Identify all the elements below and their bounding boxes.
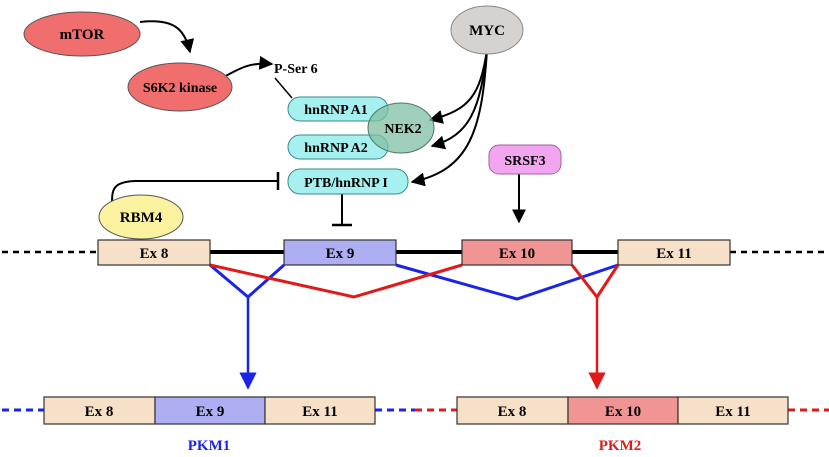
nek2-node: NEK2	[367, 102, 435, 154]
pser6-label: P-Ser 6	[274, 62, 318, 77]
pkm2-exon-10: Ex 10	[567, 396, 679, 425]
pkm1-exon-8-label: Ex 8	[85, 404, 114, 420]
pkm2-splice-10-11	[570, 264, 620, 300]
gene-exon-9: Ex 9	[283, 239, 397, 266]
hnrnpa2-label: hnRNP A2	[304, 141, 367, 156]
gene-exon-10: Ex 10	[461, 239, 573, 266]
rbm4-node: RBM4	[98, 194, 184, 240]
pkm2-exon-8: Ex 8	[456, 396, 569, 425]
myc-label: MYC	[469, 23, 505, 39]
mtor-node: mTOR	[23, 11, 141, 57]
myc-to-hnrnpa2-arrow	[430, 49, 488, 150]
gene-exon-8-label: Ex 8	[140, 246, 169, 262]
gene-exon-8: Ex 8	[97, 239, 211, 266]
mtor-to-s6k2-arrow	[139, 20, 195, 54]
hnrnpa2-node: hnRNP A2	[287, 134, 389, 160]
pkm2-label: PKM2	[599, 438, 642, 454]
mtor-label: mTOR	[60, 27, 105, 43]
pkm1-exon-9-label: Ex 9	[196, 404, 225, 420]
myc-node: MYC	[450, 5, 524, 55]
rbm4-label: RBM4	[120, 210, 163, 226]
ptb-label: PTB/hnRNP I	[304, 176, 388, 191]
srsf3-node: SRSF3	[488, 144, 562, 175]
ptb-node: PTB/hnRNP I	[287, 168, 409, 195]
myc-to-ptb-arrow	[410, 49, 488, 187]
gene-exon-11: Ex 11	[617, 239, 731, 266]
pkm1-exon-11-label: Ex 11	[302, 404, 337, 420]
s6k2-node: S6K2 kinase	[127, 62, 233, 112]
hnrnpa1-node: hnRNP A1	[287, 96, 389, 122]
pser6-link	[274, 77, 293, 99]
pkm1-label: PKM1	[188, 438, 231, 454]
pkm1-exon-8: Ex 8	[43, 396, 156, 425]
pkm2-exon-11: Ex 11	[677, 396, 789, 425]
srsf3-label: SRSF3	[504, 154, 545, 169]
s6k2-label: S6K2 kinase	[143, 81, 217, 96]
pkm2-exon-11-label: Ex 11	[715, 404, 750, 420]
s6k2-to-pser6-arrow	[221, 55, 274, 79]
hnrnpa1-label: hnRNP A1	[304, 103, 367, 118]
pkm2-exon-8-label: Ex 8	[498, 404, 527, 420]
nek2-label: NEK2	[384, 122, 421, 137]
gene-exon-11-label: Ex 11	[656, 246, 691, 262]
gene-exon-9-label: Ex 9	[326, 246, 355, 262]
pkm1-exon-9: Ex 9	[154, 396, 266, 425]
pkm1-splice-9-11	[395, 263, 619, 301]
pkm1-exon-11: Ex 11	[264, 396, 376, 425]
pkm2-exon-10-label: Ex 10	[605, 404, 641, 420]
pkm1-splice-8-9	[209, 263, 285, 299]
myc-to-nek2-arrow	[428, 49, 488, 124]
pkm2-splice-8-10	[209, 263, 463, 299]
gene-exon-10-label: Ex 10	[499, 246, 535, 262]
